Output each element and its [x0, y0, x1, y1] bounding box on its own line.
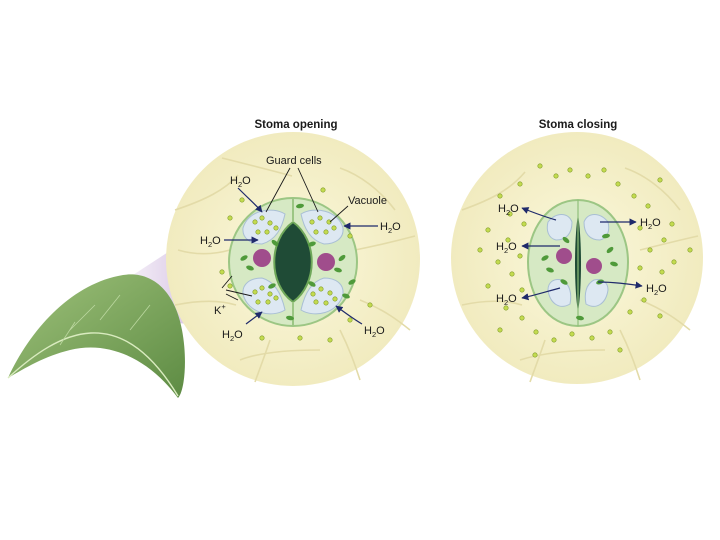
label-water-2: H2O: [200, 235, 221, 249]
label-water-6: H2O: [498, 203, 519, 217]
panel-stoma-closing: Stoma closing: [451, 119, 703, 384]
panel-title-closing: Stoma closing: [539, 119, 618, 131]
vacuoles-closing: [546, 214, 610, 307]
label-water-5: H2O: [364, 325, 385, 339]
nucleus-right-opening: [317, 253, 335, 271]
vacuoles-opening: [242, 209, 344, 315]
label-k-ion: K+: [214, 302, 226, 317]
leaf-midrib: [7, 332, 179, 397]
epidermal-cell-walls-closing: [461, 167, 699, 383]
label-vacuole: Vacuole: [348, 195, 387, 207]
water-arrows-closing: [521, 207, 643, 301]
chloroplasts-opening: [240, 203, 356, 321]
label-water-8: H2O: [496, 293, 517, 307]
label-water-10: H2O: [646, 283, 667, 297]
epidermal-cell-walls-opening: [174, 157, 416, 383]
chloroplasts-closing: [541, 233, 618, 321]
label-guard-cells: Guard cells: [266, 155, 322, 167]
label-water-1: H2O: [230, 175, 251, 189]
potassium-ions-opening: [219, 187, 373, 343]
potassium-ions-closing: [477, 163, 693, 358]
water-labels-opening: H2O H2O H2O H2O H2O: [200, 175, 401, 343]
water-arrows-opening: [224, 187, 378, 325]
label-water-3: H2O: [380, 221, 401, 235]
label-water-7: H2O: [496, 241, 517, 255]
leaf-blade: [8, 274, 185, 398]
water-labels-closing: H2O H2O H2O H2O H2O: [496, 203, 667, 307]
panel-title-opening: Stoma opening: [254, 119, 337, 131]
label-leaders-opening: [221, 167, 349, 301]
panel-stoma-opening: Stoma opening: [166, 119, 420, 386]
nucleus-right-closing: [586, 258, 602, 274]
label-water-9: H2O: [640, 217, 661, 231]
nucleus-left-closing: [556, 248, 572, 264]
nucleus-left-opening: [253, 249, 271, 267]
label-water-4: H2O: [222, 329, 243, 343]
